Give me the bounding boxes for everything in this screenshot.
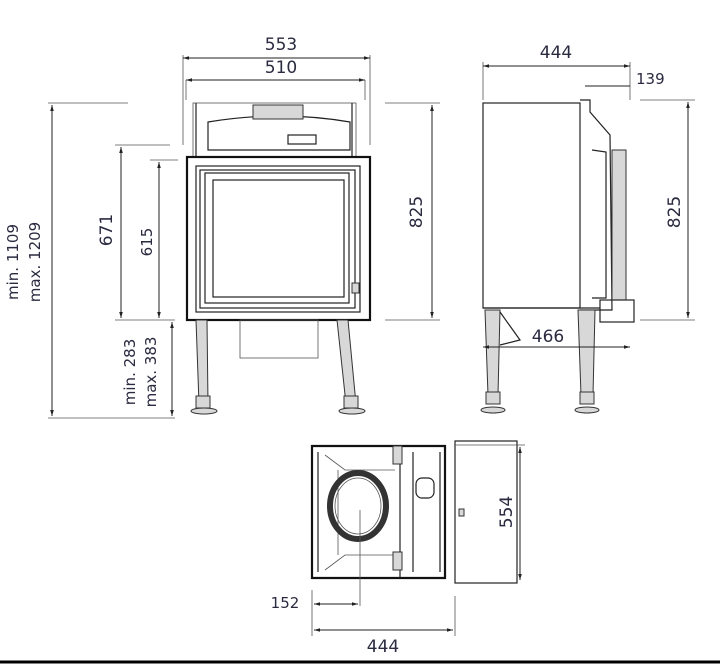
dim-side-height: 825	[665, 196, 685, 228]
dim-overall-width: 553	[265, 35, 297, 55]
dim-inner-width: 510	[265, 58, 297, 78]
dim-top-depth: 444	[367, 637, 399, 657]
dim-body-height: 671	[97, 214, 117, 246]
dim-side-depth: 444	[540, 43, 572, 63]
dim-top-width: 554	[497, 496, 517, 528]
dim-leg-height-min: min. 283	[121, 339, 139, 405]
dim-door-height: 615	[138, 228, 156, 257]
dim-total-height-max: max. 1209	[26, 222, 44, 302]
dim-total-height-min: min. 1109	[4, 224, 22, 300]
top-view: 554 152 444	[271, 440, 525, 657]
dim-front-825: 825	[407, 196, 427, 228]
dim-door-offset: 139	[636, 70, 665, 88]
dim-leg-height-max: max. 383	[142, 337, 160, 408]
dim-leg-depth: 466	[532, 327, 564, 347]
front-view: 553 510 min. 1109 max. 1209 671 615 min.…	[4, 35, 440, 419]
side-view: 444 139 466 825	[480, 43, 695, 414]
dim-flue-offset: 152	[271, 594, 300, 612]
